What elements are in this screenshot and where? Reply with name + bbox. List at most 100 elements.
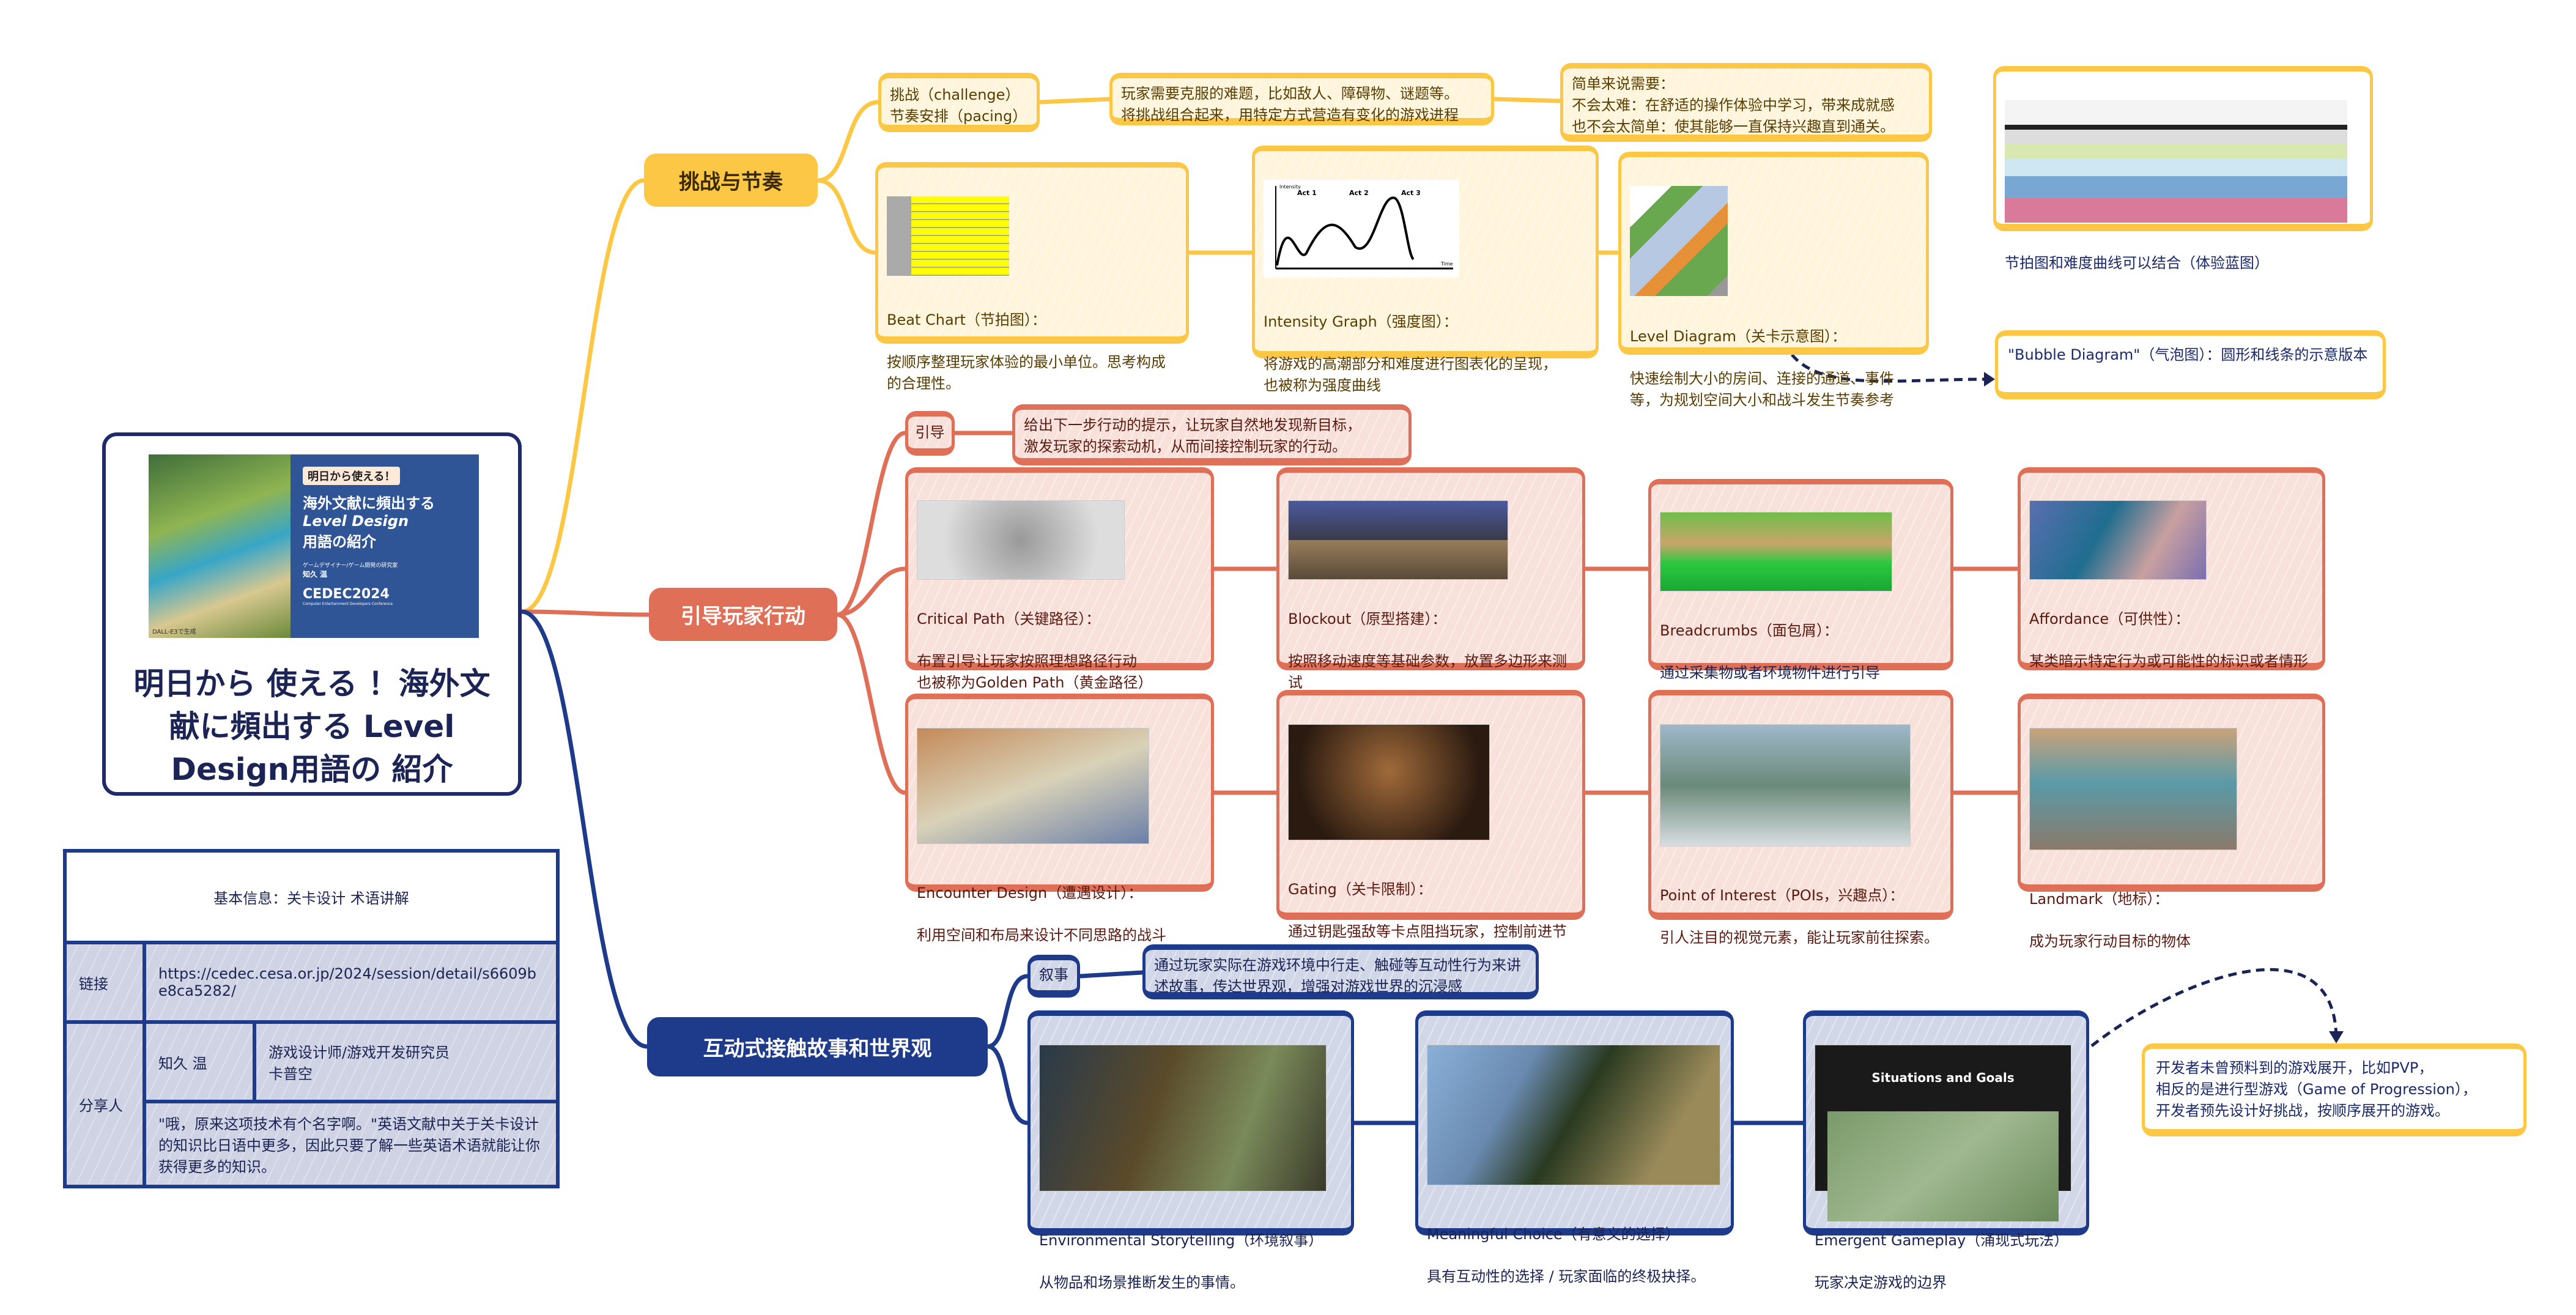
card-critical-path[interactable]: Critical Path（关键路径）： 布置引导让玩家按照理想路径行动 也被称… [905,467,1214,691]
sharer-quote: "哦，原来这项技术有个名字啊。"英语文献中关于关卡设计的知识比日语中更多，因此只… [142,1100,560,1188]
encounter-design-image [917,727,1149,844]
gating-image [1288,724,1490,840]
root-title: 明日から 使える ！海外文献に頻出する Level Design用語の 紹介 [133,666,490,787]
blueprint-image [2005,100,2347,223]
card-desc: 成为玩家行动目标的物体 [2029,933,2191,950]
branch-challenge-pacing[interactable]: 挑战与节奏 [644,154,818,207]
card-desc: 从物品和场景推断发生的事情。 [1039,1274,1245,1292]
level-diagram-image [1630,185,1728,296]
card-gating[interactable]: Gating（关卡限制）： 通过钥匙强敌等卡点阻挡玩家，控制前进节奏。 [1276,690,1585,961]
act3-label: Act 3 [1401,189,1421,197]
concept-desc-guidance[interactable]: 给出下一步行动的提示，让玩家自然地发现新目标， 激发玩家的探索动机，从而间接控制… [1012,404,1412,465]
concept-desc-challenge[interactable]: 玩家需要克服的难题，比如敌人、障碍物、谜题等。 将挑战组合起来，用特定方式营造有… [1109,73,1494,125]
sharer-name: 知久 温 [142,1020,256,1103]
breadcrumbs-image [1660,511,1892,591]
cover-badge: 明日から使える！ [303,467,401,485]
card-title: Meaningful Choice（有意义的选择） [1427,1225,1680,1243]
card-title: Environmental Storytelling（环境叙事） [1039,1231,1323,1249]
summary-note[interactable]: 简单来说需要： 不会太难：在舒适的操作体验中学习，带来成就感 也不会太简单：使其… [1560,63,1932,142]
card-blockout[interactable]: Blockout（原型搭建）： 按照移动速度等基础参数，放置多边形来测试 [1276,467,1585,691]
intensity-graph-image: Intensity Time Act 1 Act 2 Act 3 [1264,179,1459,278]
emergent-note[interactable]: 开发者未曾预料到的游戏展开，比如PVP， 相反的是进行型游戏（Game of P… [2142,1043,2526,1136]
card-desc: 快速绘制大小的房间、连接的通道、事件等，为规划空间大小和战斗发生节奏参考 [1630,370,1894,409]
info-table: 基本信息：关卡设计 术语讲解 链接 https://cedec.cesa.or.… [63,849,560,1188]
connector-root-branch1 [519,178,646,614]
affordance-image [2029,500,2207,580]
intensity-x-label: Time [1440,261,1453,267]
emergent-image-title: Situations and Goals [1871,1070,2015,1085]
cover-line3: 用語の紹介 [303,533,376,550]
cover-line2: Level Design [303,513,409,530]
experience-blueprint-note[interactable]: 节拍图和难度曲线可以结合（体验蓝图） [1993,66,2373,272]
card-title: Blockout（原型搭建）： [1288,610,1447,628]
card-breadcrumbs[interactable]: Breadcrumbs（面包屑）： 通过采集物或者环境物件进行引导 [1648,479,1953,681]
critical-path-image [917,500,1125,580]
emergent-gameplay-image: Situations and Goals [1815,1044,2071,1222]
card-desc: 某类暗示特定行为或可能性的标识或者情形 [2029,653,2308,670]
card-title: Encounter Design（遭遇设计）： [917,884,1143,902]
poi-image [1660,724,1911,846]
card-title: Point of Interest（POIs，兴趣点）： [1660,886,1904,904]
card-desc: 布置引导让玩家按照理想路径行动 也被称为Golden Path（黄金路径） [917,653,1153,691]
session-link[interactable]: https://cedec.cesa.or.jp/2024/session/de… [142,941,560,1024]
card-environmental-storytelling[interactable]: Environmental Storytelling（环境叙事） 从物品和场景推… [1027,1010,1354,1291]
cover-event-sub: Computer Entertainment Developers Confer… [303,602,393,606]
card-title: Level Diagram（关卡示意图）： [1630,327,1847,345]
connector-lines [519,97,2344,1125]
cover-line1: 海外文献に頻出する [303,495,435,512]
card-title: Breadcrumbs（面包屑）： [1660,621,1838,639]
card-title: Beat Chart（节拍图）： [887,311,1046,328]
cover-author-role: ゲームデザイナー/ゲーム開発の研究家 [303,563,398,569]
card-desc: 将游戏的高潮部分和难度进行图表化的呈现， 也被称为强度曲线 [1264,355,1557,394]
blockout-image [1288,500,1508,580]
card-beat-chart[interactable]: Beat Chart（节拍图）： 按顺序整理玩家体验的最小单位。思考构成的合理性… [875,162,1189,392]
dashed-arrow-note [2090,968,2338,1047]
card-landmark[interactable]: Landmark（地标）： 成为玩家行动目标的物体 [2018,694,2325,950]
concept-guidance[interactable]: 引导 [905,411,955,456]
card-level-diagram[interactable]: Level Diagram（关卡示意图）： 快速绘制大小的房间、连接的通道、事件… [1618,152,1929,409]
card-desc: 利用空间和布局来设计不同思路的战斗 [917,927,1166,944]
card-affordance[interactable]: Affordance（可供性）： 某类暗示特定行为或可能性的标识或者情形 [2018,467,2325,670]
beat-chart-image [887,196,1009,276]
bubble-diagram-note[interactable]: "Bubble Diagram"（气泡图）：圆形和线条的示意版本 [1995,330,2386,399]
info-header: 基本信息：关卡设计 术语讲解 [63,849,560,944]
sharer-label: 分享人 [63,1020,146,1188]
card-desc: 按顺序整理玩家体验的最小单位。思考构成的合理性。 [887,354,1166,392]
act1-label: Act 1 [1297,189,1317,197]
card-title: Affordance（可供性）： [2029,610,2190,628]
sharer-role: 游戏设计师/游戏开发研究员 卡普空 [253,1020,560,1103]
card-intensity-graph[interactable]: Intensity Time Act 1 Act 2 Act 3 Intensi… [1252,146,1599,394]
meaningful-choice-image [1427,1044,1720,1185]
card-emergent-gameplay[interactable]: Situations and Goals Emergent Gameplay（涌… [1803,1010,2089,1291]
emergent-scene [1827,1111,2059,1222]
connector-root-branch2 [519,609,651,617]
concept-narrative[interactable]: 叙事 [1027,955,1080,998]
intensity-y-label: Intensity [1279,184,1301,190]
card-meaningful-choice[interactable]: Meaningful Choice（有意义的选择） 具有互动性的选择 / 玩家面… [1415,1010,1734,1285]
concept-challenge-pacing[interactable]: 挑战（challenge） 节奏安排（pacing） [878,73,1040,132]
image-credit: DALL-E3で生成 [152,629,196,635]
card-title: Landmark（地标）： [2029,890,2169,908]
card-desc: 引人注目的视觉元素，能让玩家前往探索。 [1660,929,1939,947]
dashed-arrow-bubble [1791,354,1988,383]
act2-label: Act 2 [1349,189,1369,197]
branch-interactive-story[interactable]: 互动式接触故事和世界观 [647,1017,988,1076]
pixel-art-illustration: DALL-E3で生成 [149,454,291,638]
root-node[interactable]: DALL-E3で生成 明日から使える！ 海外文献に頻出する Level Desi… [102,432,522,796]
environmental-storytelling-image [1039,1044,1327,1191]
connector-root-branch3 [519,609,650,1049]
cover-image: DALL-E3で生成 明日から使える！ 海外文献に頻出する Level Desi… [149,454,479,638]
card-title: Critical Path（关键路径）： [917,610,1101,628]
branch-guide-player[interactable]: 引导玩家行动 [649,588,837,641]
concept-desc-narrative[interactable]: 通过玩家实际在游戏环境中行走、触碰等互动性行为来讲述故事，传达世界观，增强对游戏… [1142,944,1539,999]
link-label: 链接 [63,941,146,1024]
card-encounter-design[interactable]: Encounter Design（遭遇设计）： 利用空间和布局来设计不同思路的战… [905,694,1214,944]
card-desc: 具有互动性的选择 / 玩家面临的终极抉择。 [1427,1268,1706,1286]
card-desc: 按照移动速度等基础参数，放置多边形来测试 [1288,653,1567,691]
card-title: Emergent Gameplay（涌现式玩法） [1815,1231,2069,1249]
card-point-of-interest[interactable]: Point of Interest（POIs，兴趣点）： 引人注目的视觉元素，能… [1648,690,1953,946]
cover-author-name: 知久 温 [303,570,328,579]
landmark-image [2029,727,2237,850]
blueprint-caption: 节拍图和难度曲线可以结合（体验蓝图） [2005,254,2269,272]
cover-title-panel: 明日から使える！ 海外文献に頻出する Level Design 用語の紹介 ゲー… [291,454,479,638]
